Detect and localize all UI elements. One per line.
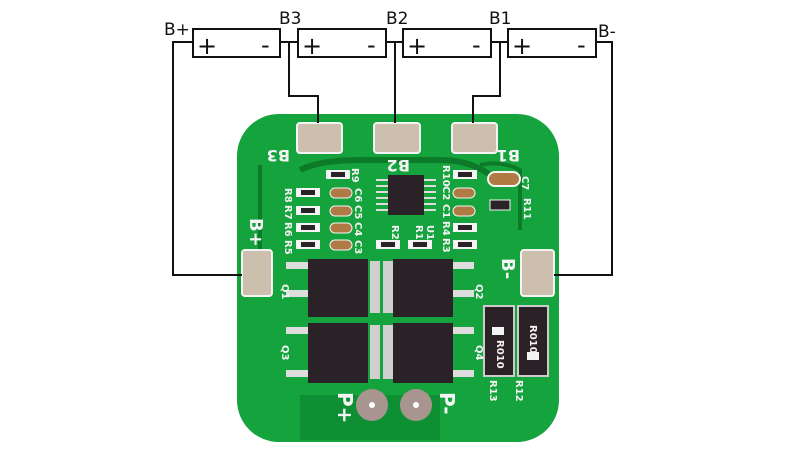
svg-text:+: + [407, 32, 427, 60]
svg-text:R6: R6 [282, 222, 293, 237]
pad-b-plus [241, 249, 273, 297]
svg-text:-: - [472, 31, 481, 59]
svg-text:R010: R010 [527, 325, 538, 354]
mosfet-q4 [383, 323, 474, 383]
svg-text:B3: B3 [267, 146, 290, 165]
smd-components [296, 170, 521, 251]
svg-text:R1: R1 [413, 225, 424, 240]
pad-b1 [451, 122, 498, 154]
svg-text:B2: B2 [387, 156, 410, 175]
battery-cells: + - + - + - + - [192, 28, 597, 60]
svg-text:+: + [302, 32, 322, 60]
svg-text:-: - [367, 31, 376, 59]
svg-text:Q4: Q4 [473, 345, 484, 361]
svg-text:R7: R7 [282, 205, 293, 220]
mosfet-q3 [286, 323, 380, 383]
svg-text:Q3: Q3 [279, 345, 290, 361]
label-b1: B1 [489, 9, 511, 29]
wiring [172, 41, 613, 276]
svg-text:R10: R10 [440, 165, 451, 187]
mosfet-q2 [383, 259, 474, 317]
svg-text:+: + [197, 32, 217, 60]
wire-b-minus [554, 41, 613, 276]
battery-cell-3: + - [402, 28, 492, 60]
svg-text:-: - [261, 31, 270, 59]
battery-cell-4: + - [507, 28, 597, 60]
svg-text:R11: R11 [521, 198, 532, 220]
pad-b2 [373, 122, 421, 154]
svg-text:R13: R13 [487, 380, 498, 402]
terminal-labels: B+ B3 B2 B1 B- [164, 9, 616, 42]
svg-text:C6: C6 [352, 188, 363, 202]
mosfet-q1 [286, 259, 380, 317]
svg-text:-: - [577, 31, 586, 59]
svg-text:C2: C2 [440, 186, 451, 200]
svg-text:C5: C5 [352, 205, 363, 219]
svg-text:U1: U1 [424, 225, 435, 240]
battery-cell-2: + - [297, 28, 387, 60]
protection-ic-u1 [376, 175, 436, 215]
svg-text:P+: P+ [333, 392, 357, 423]
svg-text:R4: R4 [440, 221, 451, 236]
svg-text:C3: C3 [352, 240, 363, 254]
battery-cell-1: + - [192, 28, 281, 60]
svg-text:C4: C4 [352, 222, 363, 236]
shunt-r12 [517, 305, 549, 377]
svg-text:C1: C1 [440, 204, 451, 218]
svg-text:Q2: Q2 [473, 284, 484, 300]
svg-text:P-: P- [435, 392, 459, 415]
shunt-resistors: R010 R010 [483, 305, 549, 377]
pad-b-minus [520, 249, 555, 297]
svg-text:R2: R2 [389, 225, 400, 240]
svg-text:C7: C7 [519, 176, 530, 190]
svg-text:R5: R5 [282, 240, 293, 255]
solder-pads [241, 122, 555, 421]
label-b2: B2 [386, 9, 408, 29]
pad-b3 [296, 122, 343, 154]
svg-text:B1: B1 [497, 146, 520, 165]
svg-text:B+: B+ [245, 218, 266, 247]
label-b-minus: B- [598, 22, 616, 42]
shunt-r13 [483, 305, 515, 377]
svg-text:R8: R8 [282, 188, 293, 203]
svg-text:R010: R010 [494, 340, 505, 369]
label-b-plus: B+ [164, 20, 190, 40]
svg-text:+: + [512, 32, 532, 60]
label-b3: B3 [279, 9, 301, 29]
wire-b-plus [172, 41, 242, 276]
silkscreen-labels: B3 B2 B1 B+ B- P+ P- Q1 Q2 Q3 Q4 R13 R12… [245, 146, 532, 423]
svg-text:R12: R12 [513, 380, 524, 402]
svg-text:R9: R9 [349, 168, 360, 183]
mosfets [286, 259, 474, 383]
svg-text:Q1: Q1 [279, 284, 290, 300]
svg-text:B-: B- [497, 258, 518, 279]
svg-text:R3: R3 [440, 238, 451, 253]
